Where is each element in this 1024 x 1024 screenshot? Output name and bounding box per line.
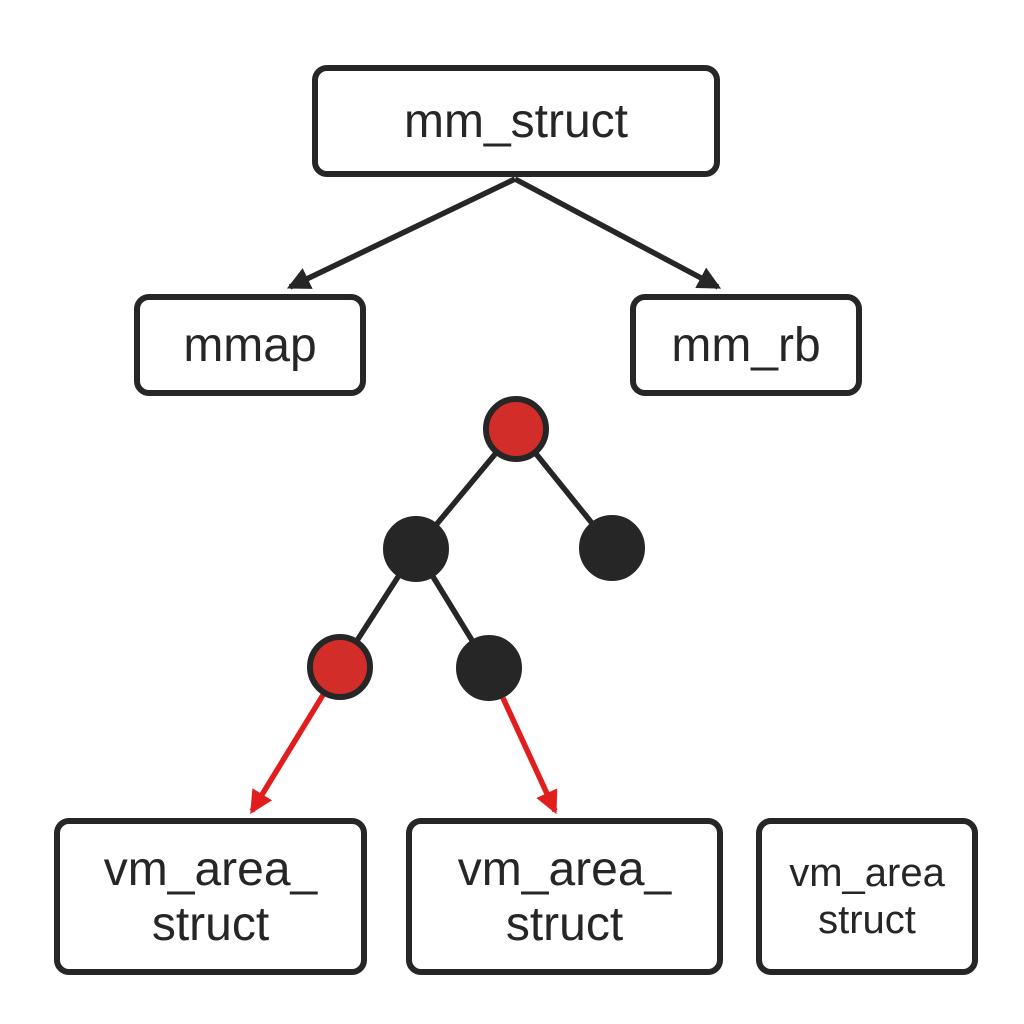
node-mmap: mmap [134,294,366,396]
node-vm-area-struct-3-line1: vm_area [789,850,945,895]
node-vm-area-struct-3-line2: struct [818,897,916,942]
node-vm-area-struct-1-line1: vm_area_ [103,842,318,896]
arrow-mmstruct-to-mmap [286,176,517,290]
node-vm-area-struct-2-line1: vm_area_ [457,842,672,896]
rb-node-right [579,515,645,581]
node-mm-rb-label: mm_rb [671,318,821,372]
node-mm-struct: mm_struct [312,65,720,177]
node-mm-struct-label: mm_struct [403,94,628,148]
rb-node-left-left [307,634,373,700]
node-vm-area-struct-1-line2: struct [151,897,270,951]
rb-node-left-right [456,635,522,701]
arrow-mmstruct-to-mmrb [513,176,722,290]
node-vm-area-struct-2: vm_area_ struct [406,818,723,975]
rb-node-root [483,396,549,462]
arrow-leftleft-to-vm1 [249,693,326,814]
node-vm-area-struct-2-line2: struct [505,897,624,951]
node-vm-area-struct-3: vm_area struct [756,818,978,975]
node-mm-rb: mm_rb [630,294,862,396]
arrow-leftright-to-vm2 [500,696,558,815]
node-vm-area-struct-1: vm_area_ struct [54,818,367,975]
node-mmap-label: mmap [183,318,317,372]
rb-node-left [383,516,449,582]
